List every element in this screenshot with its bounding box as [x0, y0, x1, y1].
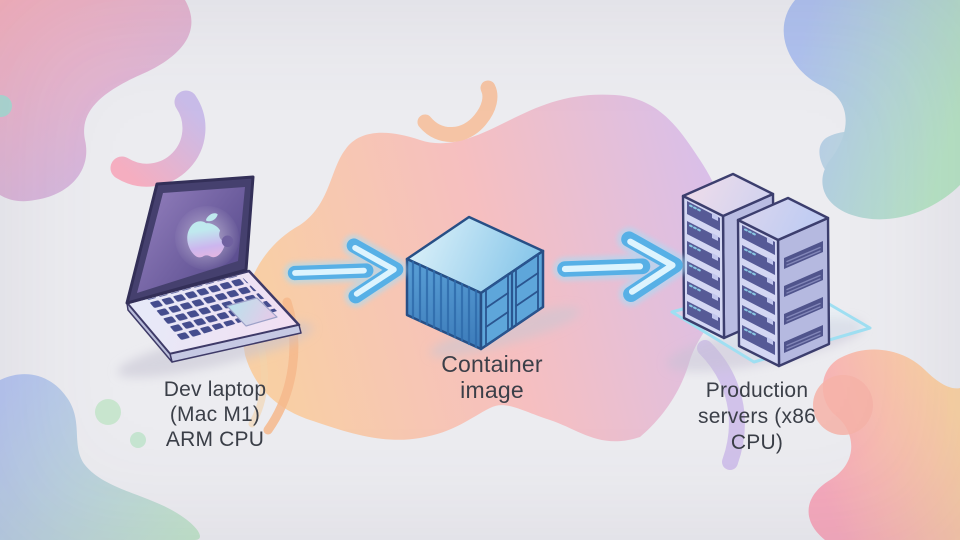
- hook-arc: [417, 80, 498, 142]
- arrow-right-icon: [553, 227, 687, 307]
- green-dot-small: [130, 432, 146, 448]
- container-label-line2: image: [460, 377, 524, 403]
- laptop-icon: [125, 175, 302, 363]
- container-door-details: [485, 253, 539, 347]
- laptop-label-line3: ARM CPU: [165, 428, 265, 451]
- laptop-trackpad: [226, 297, 278, 327]
- servers-label: Production servers (x86 CPU): [698, 378, 816, 456]
- crescent-arc: [110, 90, 206, 187]
- laptop-label-line2: (Mac M1): [169, 403, 261, 426]
- blob-bottom-left: [0, 374, 200, 540]
- servers-label-line2: servers (x86: [698, 405, 816, 428]
- container-icon: [405, 215, 545, 351]
- peach-bump: [813, 375, 873, 435]
- server-rack-icon: [670, 172, 872, 368]
- container-label-line1: Container: [441, 351, 543, 377]
- servers-label-line3: CPU): [730, 431, 784, 454]
- laptop-label: Dev laptop (Mac M1) ARM CPU: [164, 377, 266, 452]
- laptop-keyboard: [145, 275, 277, 341]
- apple-logo-icon: [187, 213, 234, 258]
- teal-dot: [0, 95, 12, 117]
- laptop-left-edge: [126, 302, 173, 363]
- arrow-right-icon: [284, 234, 408, 308]
- server-units-right: [742, 225, 775, 355]
- green-dot-large: [95, 399, 121, 425]
- laptop-label-line1: Dev laptop: [163, 378, 267, 401]
- servers-label-line1: Production: [705, 379, 809, 402]
- server-units-left: [687, 201, 720, 331]
- server-side-vents: [784, 241, 823, 353]
- container-label: Container image: [441, 351, 543, 403]
- blob-kidney: [819, 131, 890, 182]
- container-ribs: [411, 260, 478, 349]
- blob-top-left: [0, 0, 192, 202]
